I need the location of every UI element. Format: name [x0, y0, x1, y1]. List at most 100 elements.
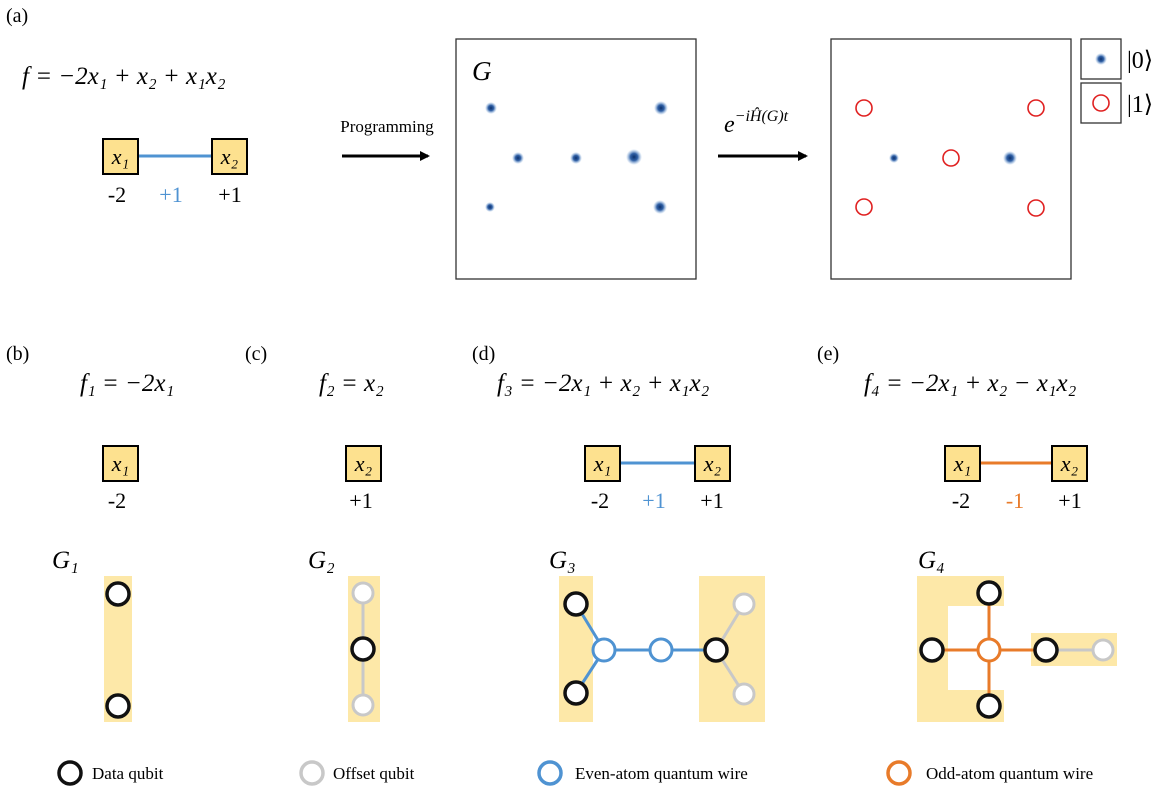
panel-b-weight: -2: [108, 488, 126, 513]
excited-atom-marker: [1027, 99, 1045, 117]
panel-a-node-x2-label: x₂: [220, 144, 239, 169]
panel-e-label: (e): [817, 343, 839, 365]
atom: [654, 101, 668, 115]
panel-e-weight-x1: -2: [952, 488, 970, 513]
evolution-label-base: e: [724, 112, 735, 138]
atom: [1003, 151, 1017, 165]
atom: [485, 102, 497, 114]
data-qubit: [563, 680, 589, 706]
panel-b-node-x1-label: x₁: [111, 451, 129, 476]
excited-atom-marker: [1027, 199, 1045, 217]
offset-qubit: [732, 682, 756, 706]
panel-a-equation: f = −2x₁ + x₂ + x₁x₂: [22, 63, 226, 90]
panel-a-weight-x1: -2: [108, 182, 126, 207]
panel-b-graph-label: G₁: [52, 547, 79, 574]
excited-atom-marker: [855, 99, 873, 117]
panel-d-label: (d): [472, 343, 495, 365]
panel-d-node-x2: [694, 445, 731, 482]
panel-e-graph-label: G₄: [918, 547, 945, 574]
legend-odd-wire-label: Odd-atom quantum wire: [926, 764, 1093, 783]
panel-d-node-x1: [584, 445, 621, 482]
atom: [512, 152, 524, 164]
data-qubit: [350, 636, 376, 662]
data-qubit: [976, 693, 1002, 719]
panel-c: (c) f₂ = x₂ x₂ +1 G₂: [245, 343, 384, 722]
legend-offset-qubit-label: Offset qubit: [333, 764, 415, 783]
panel-e-node-x1-label: x₁: [953, 451, 971, 476]
legend-data-qubit-icon: [57, 760, 83, 786]
data-qubit: [105, 581, 131, 607]
atom-array-label: G: [472, 56, 492, 86]
panel-a-node-x2: [211, 138, 248, 175]
panel-c-label: (c): [245, 343, 267, 365]
panel-b: (b) f₁ = −2x₁ x₁ -2 G₁: [6, 343, 174, 722]
legend-data-qubit-label: Data qubit: [92, 764, 164, 783]
panel-d-weight-x2: +1: [700, 488, 723, 513]
data-qubit: [703, 637, 729, 663]
panel-c-equation: f₂ = x₂: [319, 370, 384, 397]
panel-d-equation: f₃ = −2x₁ + x₂ + x₁x₂: [497, 370, 710, 397]
atom: [653, 200, 667, 214]
offset-qubit: [1091, 638, 1115, 662]
data-qubit: [1033, 637, 1059, 663]
atom: [626, 149, 642, 165]
panel-d-weight-x1: -2: [591, 488, 609, 513]
panel-e-node-x2-label: x₂: [1060, 451, 1079, 476]
panel-c-graph-label: G₂: [308, 547, 335, 574]
excited-atom-marker: [942, 149, 960, 167]
panel-d-weight-edge: +1: [642, 488, 665, 513]
data-qubit: [105, 693, 131, 719]
panel-a-node-x1: [102, 138, 139, 175]
panel-a-weight-edge: +1: [159, 182, 182, 207]
atom: [485, 202, 495, 212]
panel-a-node-x1-label: x₁: [111, 144, 129, 169]
excited-atom-marker: [855, 198, 873, 216]
legend-odd-wire-icon: [886, 760, 912, 786]
panel-a-weight-x2: +1: [218, 182, 241, 207]
panel-c-node-x2: [345, 445, 382, 482]
panel-d: (d) f₃ = −2x₁ + x₂ + x₁x₂ x₁ x₂ -2 +1 +1…: [472, 343, 765, 722]
legend-offset-qubit-icon: [299, 760, 325, 786]
panel-e-equation: f₄ = −2x₁ + x₂ − x₁x₂: [864, 370, 1077, 397]
offset-qubit: [351, 581, 375, 605]
state1-box: [1080, 82, 1122, 124]
even-wire-qubit: [648, 637, 674, 663]
panel-d-node-x2-label: x₂: [703, 451, 722, 476]
evolution-label-exponent: −iĤ(G)t: [735, 106, 789, 125]
panel-c-node-x2-label: x₂: [354, 451, 373, 476]
atom: [570, 152, 582, 164]
panel-b-label: (b): [6, 343, 29, 365]
panel-e: (e) f₄ = −2x₁ + x₂ − x₁x₂ x₁ x₂ -2 -1 +1…: [817, 343, 1117, 722]
legend: Data qubit Offset qubit Even-atom quantu…: [57, 760, 1093, 786]
panel-b-node-x1: [102, 445, 139, 482]
atom: [889, 153, 899, 163]
excited-state-marker-icon: [1092, 94, 1110, 112]
odd-wire-qubit: [976, 637, 1002, 663]
panel-e-node-x1: [944, 445, 981, 482]
data-qubit: [919, 637, 945, 663]
panel-d-graph-label: G₃: [549, 547, 576, 574]
panel-e-weight-x2: +1: [1058, 488, 1081, 513]
offset-qubit: [732, 592, 756, 616]
panel-c-weight: +1: [349, 488, 372, 513]
even-wire-qubit: [591, 637, 617, 663]
legend-even-wire-label: Even-atom quantum wire: [575, 764, 748, 783]
atom-array: [485, 101, 668, 214]
panel-a: (a) f = −2x₁ + x₂ + x₁x₂ x₁ x₂ -2 +1 +1 …: [6, 5, 1153, 280]
state0-label: |0⟩: [1127, 48, 1153, 74]
offset-qubit: [351, 693, 375, 717]
panel-e-highlight-left: [917, 576, 1004, 722]
panel-e-weight-edge: -1: [1006, 488, 1024, 513]
panel-d-node-x1-label: x₁: [593, 451, 611, 476]
result-array: [855, 99, 1045, 217]
legend-even-wire-icon: [537, 760, 563, 786]
panel-e-node-x2: [1051, 445, 1088, 482]
data-qubit: [563, 591, 589, 617]
state1-label: |1⟩: [1127, 92, 1153, 118]
ground-state-atom-icon: [1095, 53, 1107, 65]
result-box: [830, 38, 1072, 280]
panel-b-equation: f₁ = −2x₁: [80, 370, 174, 397]
programming-label: Programming: [340, 117, 434, 136]
data-qubit: [976, 580, 1002, 606]
